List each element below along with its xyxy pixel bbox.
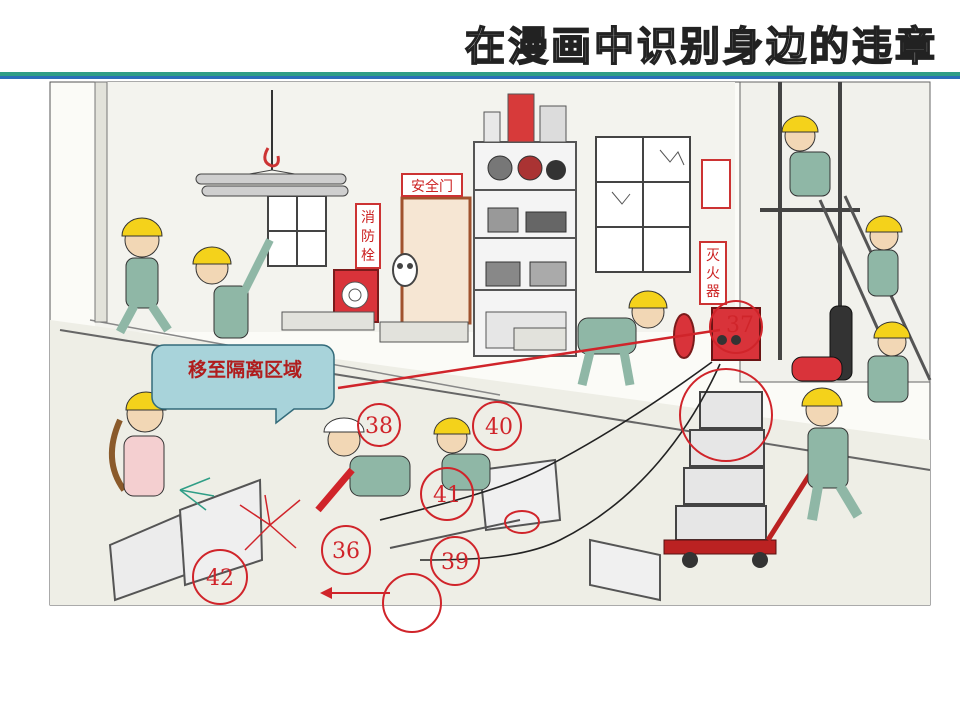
svg-text:器: 器	[706, 284, 720, 300]
svg-text:防: 防	[361, 229, 375, 245]
hazard-marker-40: 40	[472, 401, 522, 451]
slab-piles	[281, 311, 567, 351]
svg-text:41: 41	[433, 483, 461, 508]
svg-text:消: 消	[361, 210, 375, 226]
worker-4	[781, 115, 831, 197]
tool-shelf	[473, 93, 577, 357]
worker-5	[865, 215, 903, 297]
header-rule-blue	[0, 76, 960, 79]
hazard-circle-cart	[679, 368, 773, 462]
left-arrow	[320, 587, 390, 599]
gas-mask	[392, 253, 418, 287]
worker-welder-right	[433, 417, 491, 491]
svg-text:38: 38	[365, 414, 393, 439]
wall-column	[94, 81, 108, 323]
hazard-marker-37: 37	[709, 300, 763, 354]
welding-sparks	[239, 494, 301, 551]
worker-welder-center	[315, 417, 411, 513]
worker-1	[116, 217, 172, 335]
svg-text:42: 42	[206, 566, 234, 591]
hazard-marker-41: 41	[420, 467, 474, 521]
svg-text:灭: 灭	[706, 248, 720, 264]
worker-2	[192, 238, 274, 339]
svg-text:栓: 栓	[361, 248, 375, 264]
guide-line	[337, 328, 721, 390]
slide-title: 在漫画中识别身边的违章	[464, 22, 938, 71]
svg-text:37: 37	[726, 313, 754, 338]
window-left	[267, 195, 327, 267]
worker-6	[867, 321, 911, 403]
safety-door-sign: 安全门	[411, 178, 453, 195]
gas-cylinders	[791, 305, 853, 382]
crane-hook	[195, 90, 349, 197]
hazard-circle-cable	[382, 573, 442, 633]
worker-7	[801, 387, 863, 521]
hazard-circle-plate	[504, 510, 540, 534]
callout-text: 移至隔离区域	[188, 358, 302, 381]
welding-machine	[711, 307, 761, 361]
welding-sparks-green	[179, 477, 215, 511]
svg-text:40: 40	[485, 415, 513, 440]
svg-text:39: 39	[441, 550, 469, 575]
extinguisher-sign: 灭 火 器	[673, 159, 731, 359]
window-right	[595, 136, 691, 273]
hazard-marker-38: 38	[357, 403, 401, 447]
hazard-marker-42: 42	[192, 549, 248, 605]
safety-door: 安全门	[400, 173, 472, 325]
welding-cables	[379, 361, 721, 561]
callout-bubble: 移至隔离区域	[151, 344, 335, 425]
svg-text:36: 36	[332, 539, 360, 564]
svg-text:火: 火	[706, 266, 720, 282]
hazard-marker-39: 39	[430, 536, 480, 586]
header-rule-green	[0, 72, 960, 76]
hazard-marker-36: 36	[321, 525, 371, 575]
